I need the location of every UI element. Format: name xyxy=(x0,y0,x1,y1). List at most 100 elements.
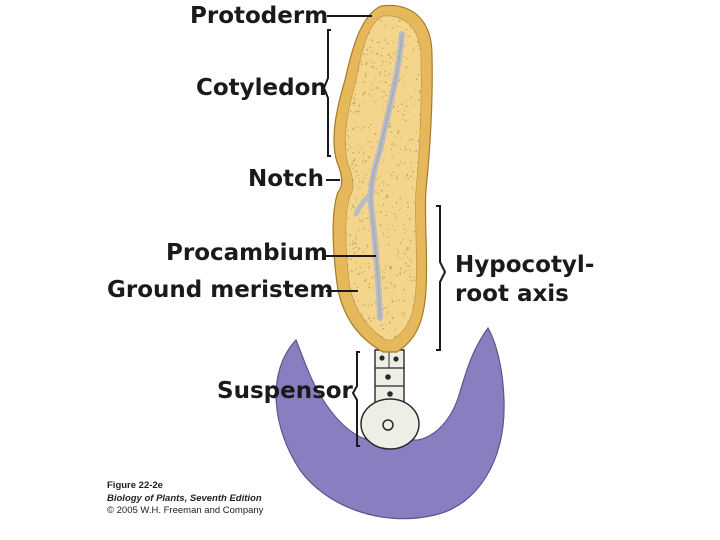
stipple-dot xyxy=(384,287,386,289)
stipple-dot xyxy=(355,236,357,238)
cotyledon-label: Cotyledon xyxy=(196,75,327,101)
stipple-dot xyxy=(364,102,366,105)
stipple-dot xyxy=(386,236,389,238)
stipple-dot xyxy=(414,150,416,152)
stipple-dot xyxy=(393,135,396,137)
stipple-dot xyxy=(353,120,355,123)
stipple-dot xyxy=(364,91,366,93)
stipple-dot xyxy=(405,230,408,232)
stipple-dot xyxy=(375,52,378,55)
stipple-dot xyxy=(348,243,351,246)
stipple-dot xyxy=(404,232,407,234)
stipple-dot xyxy=(365,62,368,65)
stipple-dot xyxy=(367,93,370,95)
stipple-dot xyxy=(363,217,366,219)
stipple-dot xyxy=(412,48,415,51)
stipple-dot xyxy=(370,95,373,97)
stipple-dot xyxy=(359,187,361,189)
hypocotyl-label-line2: root axis xyxy=(455,281,569,307)
stipple-dot xyxy=(403,271,405,273)
caption-figure: Figure 22-2e xyxy=(107,480,163,491)
stipple-dot xyxy=(386,60,388,63)
stipple-dot xyxy=(386,215,388,217)
stipple-dot xyxy=(381,271,383,273)
stipple-dot xyxy=(358,227,360,229)
stipple-dot xyxy=(385,324,387,326)
stipple-dot xyxy=(400,313,403,315)
stipple-dot xyxy=(355,110,357,112)
stipple-dot xyxy=(364,160,367,162)
stipple-dot xyxy=(352,179,354,182)
stipple-dot xyxy=(406,105,408,107)
stipple-dot xyxy=(368,169,370,171)
stipple-dot xyxy=(358,178,360,180)
stipple-dot xyxy=(368,32,371,35)
stipple-dot xyxy=(404,262,407,264)
stipple-dot xyxy=(366,48,369,51)
stipple-dot xyxy=(403,252,406,254)
stipple-dot xyxy=(384,196,387,199)
procambium-label: Procambium xyxy=(166,240,328,266)
stipple-dot xyxy=(391,283,393,285)
stipple-dot xyxy=(358,230,360,232)
stipple-dot xyxy=(365,63,368,66)
stipple-dot xyxy=(350,258,353,260)
stipple-dot xyxy=(373,317,376,320)
stipple-dot xyxy=(391,299,394,302)
stipple-dot xyxy=(401,119,403,121)
stipple-dot xyxy=(348,144,350,146)
stipple-dot xyxy=(386,312,388,314)
stipple-dot xyxy=(353,128,356,131)
stipple-dot xyxy=(403,162,406,164)
stipple-dot xyxy=(371,50,373,53)
stipple-dot xyxy=(352,247,355,250)
stipple-dot xyxy=(364,75,367,77)
stipple-dot xyxy=(396,25,399,28)
cotyledon-bracket xyxy=(322,29,331,157)
stipple-dot xyxy=(357,273,360,276)
stipple-dot xyxy=(387,306,389,308)
stipple-dot xyxy=(407,247,410,249)
stipple-dot xyxy=(365,320,367,322)
stipple-dot xyxy=(378,185,380,187)
stipple-dot xyxy=(386,194,388,196)
stipple-dot xyxy=(375,212,377,214)
stipple-dot xyxy=(414,89,417,91)
stipple-dot xyxy=(352,204,355,206)
stipple-dot xyxy=(362,81,365,83)
stipple-dot xyxy=(347,135,349,137)
stipple-dot xyxy=(399,136,402,139)
stipple-dot xyxy=(355,242,358,245)
stipple-dot xyxy=(368,286,371,289)
stipple-dot xyxy=(399,148,402,150)
stipple-dot xyxy=(379,210,382,213)
stipple-dot xyxy=(363,271,365,273)
stipple-dot xyxy=(411,138,414,140)
stipple-dot xyxy=(344,143,347,145)
stipple-dot xyxy=(367,140,370,143)
stipple-dot xyxy=(399,78,401,80)
stipple-dot xyxy=(352,159,355,162)
stipple-dot xyxy=(392,191,394,193)
stipple-dot xyxy=(363,46,365,48)
stipple-dot xyxy=(367,266,370,269)
stipple-dot xyxy=(352,168,354,170)
stipple-dot xyxy=(361,314,363,316)
stipple-dot xyxy=(404,176,406,178)
stipple-dot xyxy=(378,71,381,74)
stipple-dot xyxy=(396,177,398,180)
stipple-dot xyxy=(347,264,349,266)
stipple-dot xyxy=(375,178,378,181)
stipple-dot xyxy=(394,101,396,104)
stipple-dot xyxy=(406,202,409,204)
stipple-dot xyxy=(366,217,368,220)
stipple-dot xyxy=(403,56,405,58)
stipple-dot xyxy=(409,139,411,142)
stipple-dot xyxy=(358,104,361,107)
stipple-dot xyxy=(406,246,408,249)
ground-meristem-label: Ground meristem xyxy=(107,277,334,303)
stipple-dot xyxy=(369,88,371,90)
stipple-dot xyxy=(374,301,377,304)
stipple-dot xyxy=(389,56,392,58)
stipple-dot xyxy=(360,63,363,66)
